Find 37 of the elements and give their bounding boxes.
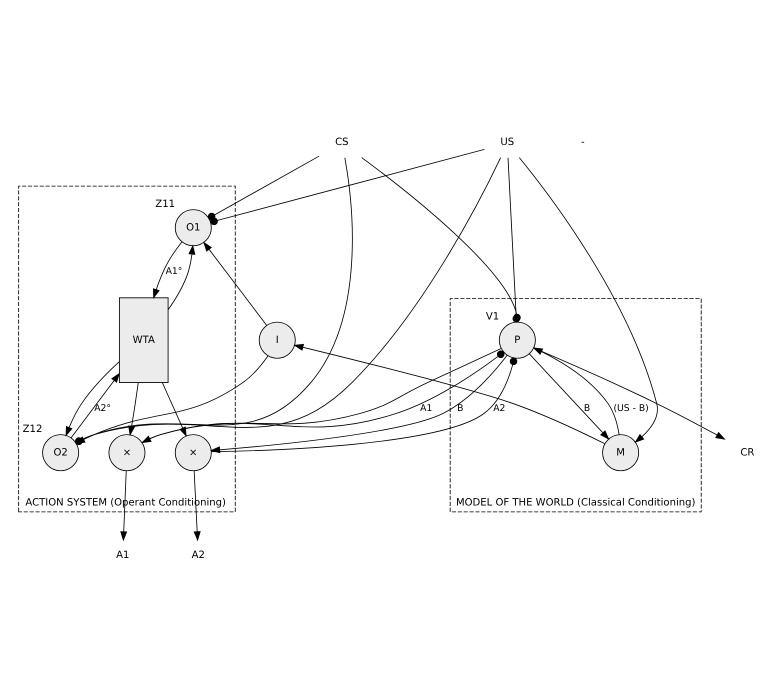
edge-label: B xyxy=(584,402,590,414)
node-circle: × xyxy=(108,434,146,472)
arrow xyxy=(194,470,201,542)
node-text: CS xyxy=(335,137,349,148)
node-circle: × xyxy=(174,434,212,472)
connector xyxy=(210,148,485,226)
node-circle: M xyxy=(602,434,640,472)
arrow xyxy=(70,372,120,438)
node-text: US xyxy=(500,137,514,148)
edge-label: B xyxy=(457,402,464,414)
label: - xyxy=(581,137,585,148)
node-label: V1 xyxy=(486,311,500,322)
arrow xyxy=(66,361,120,437)
arrow xyxy=(532,347,620,435)
arrow xyxy=(120,470,128,542)
node-circle: O1 xyxy=(174,209,212,246)
node-text: A2 xyxy=(192,550,205,562)
node-text: CR xyxy=(740,447,754,458)
arrow xyxy=(168,244,196,310)
node-circle: O2 xyxy=(42,434,80,472)
node-circle: I xyxy=(258,322,296,359)
edge-label: A1 xyxy=(420,402,432,414)
node-label: Z11 xyxy=(155,198,176,210)
arrow xyxy=(203,242,268,326)
node-circle: P xyxy=(498,322,536,359)
arrow xyxy=(153,242,182,299)
arrow xyxy=(518,157,658,444)
node-label: Z12 xyxy=(22,424,42,435)
edge-label: A2 xyxy=(493,402,506,414)
node-box: WTA xyxy=(118,297,169,383)
edge-label: A2° xyxy=(94,402,112,414)
edge-label: A1° xyxy=(166,266,182,278)
arrow xyxy=(293,344,605,444)
node-text: A1 xyxy=(116,550,130,562)
arrow xyxy=(528,354,610,440)
edge-label: (US - B) xyxy=(613,402,649,414)
arrow xyxy=(533,348,726,440)
